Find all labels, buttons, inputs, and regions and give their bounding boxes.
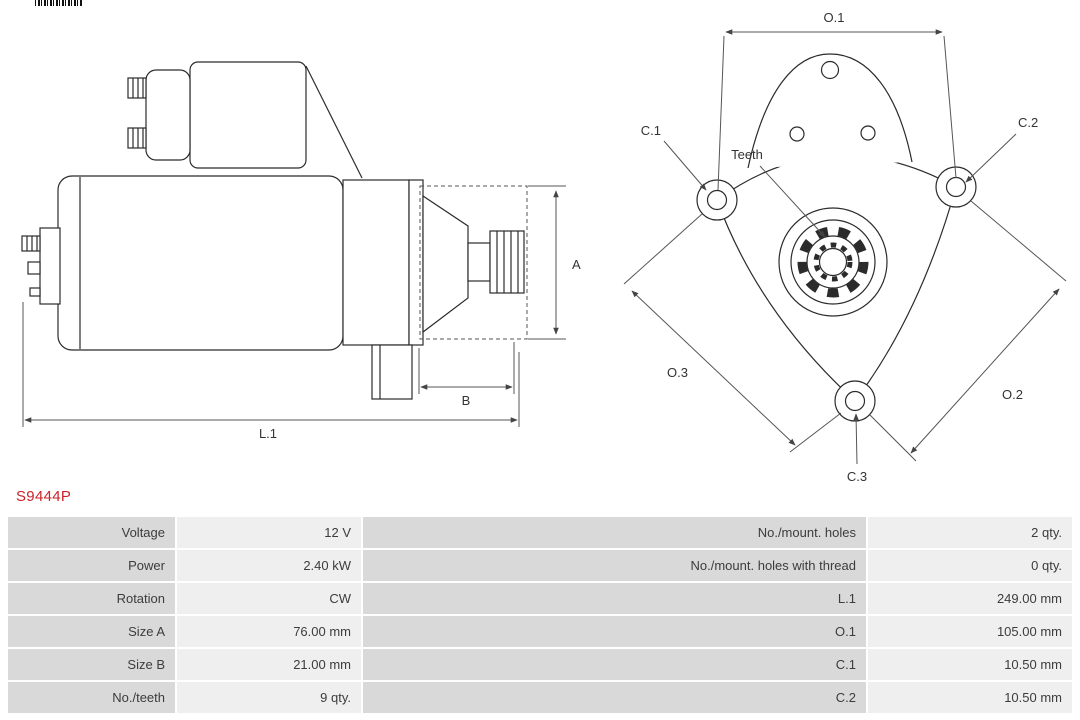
spec-value-l1: 249.00 mm [868,583,1072,614]
spec-value-rotation: CW [177,583,361,614]
dim-label-c1: C.1 [641,123,661,138]
spec-label-size-a: Size A [8,616,175,647]
mount-hole-c2 [945,176,967,198]
part-number: S9444P [16,488,72,505]
starter-side-view [21,61,525,400]
spec-label-rotation: Rotation [8,583,175,614]
face-hole-right [860,125,876,141]
barcode-icon [35,0,83,6]
dim-label-o1: O.1 [824,10,845,25]
front-view-dimensions [623,29,1067,465]
mount-hole-c3 [844,390,866,412]
spec-table: Voltage 12 V No./mount. holes 2 qty. Pow… [8,517,1072,713]
solenoid [127,61,363,179]
spec-label-o1: O.1 [363,616,866,647]
side-view-dimensions [22,185,566,427]
spec-label-mount-holes: No./mount. holes [363,517,866,548]
dim-label-o2: O.2 [1002,387,1023,402]
mount-hole-c1 [706,189,728,211]
spec-value-size-b: 21.00 mm [177,649,361,680]
spec-label-c1: C.1 [363,649,866,680]
spec-value-c2: 10.50 mm [868,682,1072,713]
spec-value-o1: 105.00 mm [868,616,1072,647]
dim-label-o3: O.3 [667,365,688,380]
spec-value-voltage: 12 V [177,517,361,548]
spec-value-mount-holes-thread: 0 qty. [868,550,1072,581]
dim-label-l1: L.1 [259,426,277,441]
dim-label-c2: C.2 [1018,115,1038,130]
drive-end-housing [342,179,491,400]
technical-drawings: A B L.1 [21,10,1067,484]
pinion-gear [489,230,525,294]
spec-label-power: Power [8,550,175,581]
spec-value-c1: 10.50 mm [868,649,1072,680]
terminal-block [21,227,61,305]
spec-label-teeth: No./teeth [8,682,175,713]
spec-value-power: 2.40 kW [177,550,361,581]
spec-value-teeth: 9 qty. [177,682,361,713]
starter-front-view [696,53,977,422]
dim-label-c3: C.3 [847,469,867,484]
spec-label-l1: L.1 [363,583,866,614]
spec-label-mount-holes-thread: No./mount. holes with thread [363,550,866,581]
spec-value-mount-holes: 2 qty. [868,517,1072,548]
face-hole-left [789,126,805,142]
arch-hole [820,60,840,80]
spec-value-size-a: 76.00 mm [177,616,361,647]
dim-label-b: B [462,393,471,408]
technical-drawing-canvas: A B L.1 [21,10,1067,484]
spec-label-voltage: Voltage [8,517,175,548]
center-hub [778,207,888,317]
spline-ring [813,242,853,282]
spec-label-c2: C.2 [363,682,866,713]
dim-label-a: A [572,257,581,272]
gear-teeth-ring [797,226,869,298]
spec-label-size-b: Size B [8,649,175,680]
teeth-label: Teeth [731,147,763,162]
motor-body [57,175,344,351]
